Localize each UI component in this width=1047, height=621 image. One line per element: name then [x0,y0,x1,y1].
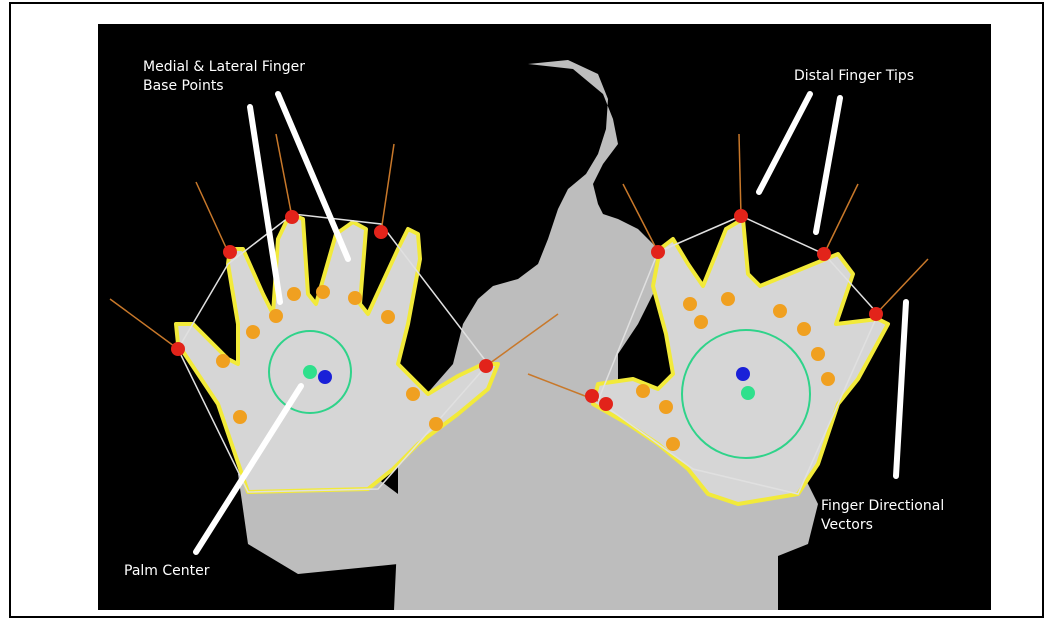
palm-center-label: Palm Center [124,562,210,581]
base-points-label-line1: Medial & Lateral Finger [143,58,305,77]
figure-frame: Medial & Lateral Finger Base Points Dist… [9,2,1044,618]
distal-tips-label: Distal Finger Tips [794,67,914,86]
vectors-label-line1: Finger Directional [821,497,944,516]
base-points-label-line2: Base Points [143,77,305,96]
vectors-label: Finger Directional Vectors [821,497,944,535]
vectors-label-line2: Vectors [821,516,944,535]
base-points-label: Medial & Lateral Finger Base Points [143,58,305,96]
depth-image: Medial & Lateral Finger Base Points Dist… [98,24,991,610]
